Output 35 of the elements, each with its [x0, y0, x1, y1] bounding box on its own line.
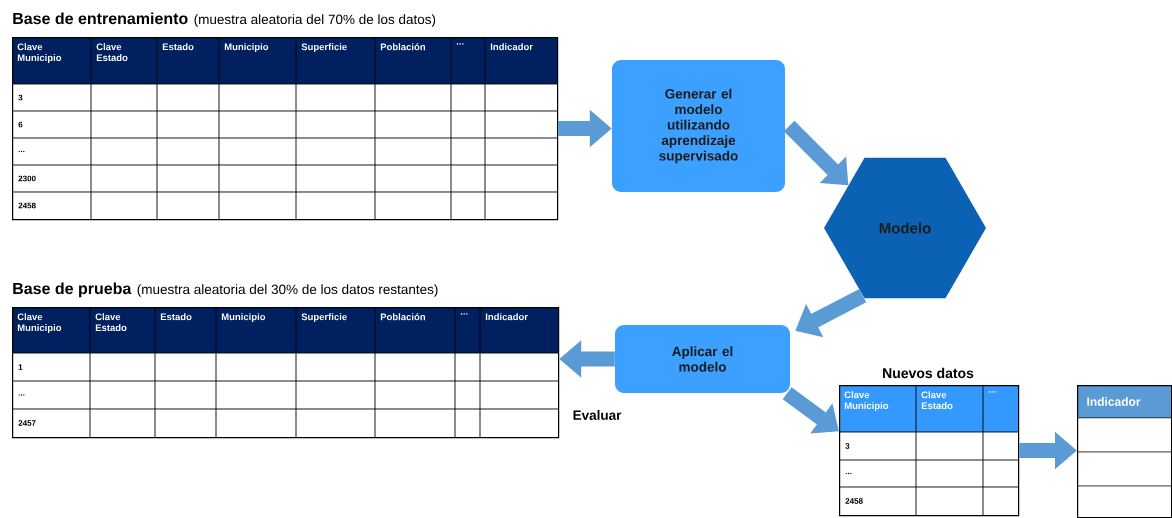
header-cell: Municipio — [219, 37, 296, 84]
table-subheading: (muestra aleatoria del 70% de los datos) — [194, 14, 436, 27]
table-cell: 3 — [18, 94, 23, 101]
header-cell: Superficie — [296, 37, 375, 84]
header-cell: Clave Municipio — [839, 385, 916, 432]
header-cell: ... — [983, 385, 1018, 432]
table-heading: Base de entrenamiento — [13, 12, 188, 25]
table-cell: 2458 — [18, 202, 36, 209]
header-cell: Clave Municipio — [12, 37, 91, 84]
table-cell: 2300 — [18, 175, 36, 182]
header-cell: ... — [451, 37, 485, 84]
header-cell: Clave Municipio — [12, 307, 90, 353]
header-cell: Clave Estado — [916, 385, 983, 432]
header-cell: Estado — [157, 37, 219, 84]
table-heading: Base de prueba — [13, 282, 132, 298]
table-cell: ... — [845, 472, 852, 475]
table-cell: 2458 — [845, 498, 863, 504]
table-cell: ... — [18, 394, 25, 396]
table-subheading: (muestra aleatoria del 30% de los datos restantes) — [137, 284, 438, 297]
header-cell: Clave Estado — [91, 37, 157, 84]
header-cell: Clave Estado — [90, 307, 155, 353]
header-cell: Estado — [155, 307, 216, 353]
header-cell: Municipio — [216, 307, 296, 353]
table-cell: 3 — [845, 443, 850, 449]
table-cell: 6 — [18, 121, 23, 128]
process-box: Generar el modelo utilizando aprendizaje supervisado — [612, 60, 785, 192]
table-cell: 2457 — [18, 420, 36, 426]
header-cell: Superficie — [296, 307, 375, 353]
table-cell: 1 — [18, 364, 23, 370]
edge-label: Evaluar — [571, 409, 623, 421]
table-cell: ... — [18, 150, 25, 153]
table-heading: Nuevos datos — [883, 367, 974, 379]
model-hexagon: Modelo — [824, 157, 986, 299]
process-box: Aplicar el modelo — [615, 325, 790, 393]
header-cell: Indicador — [1077, 385, 1171, 418]
